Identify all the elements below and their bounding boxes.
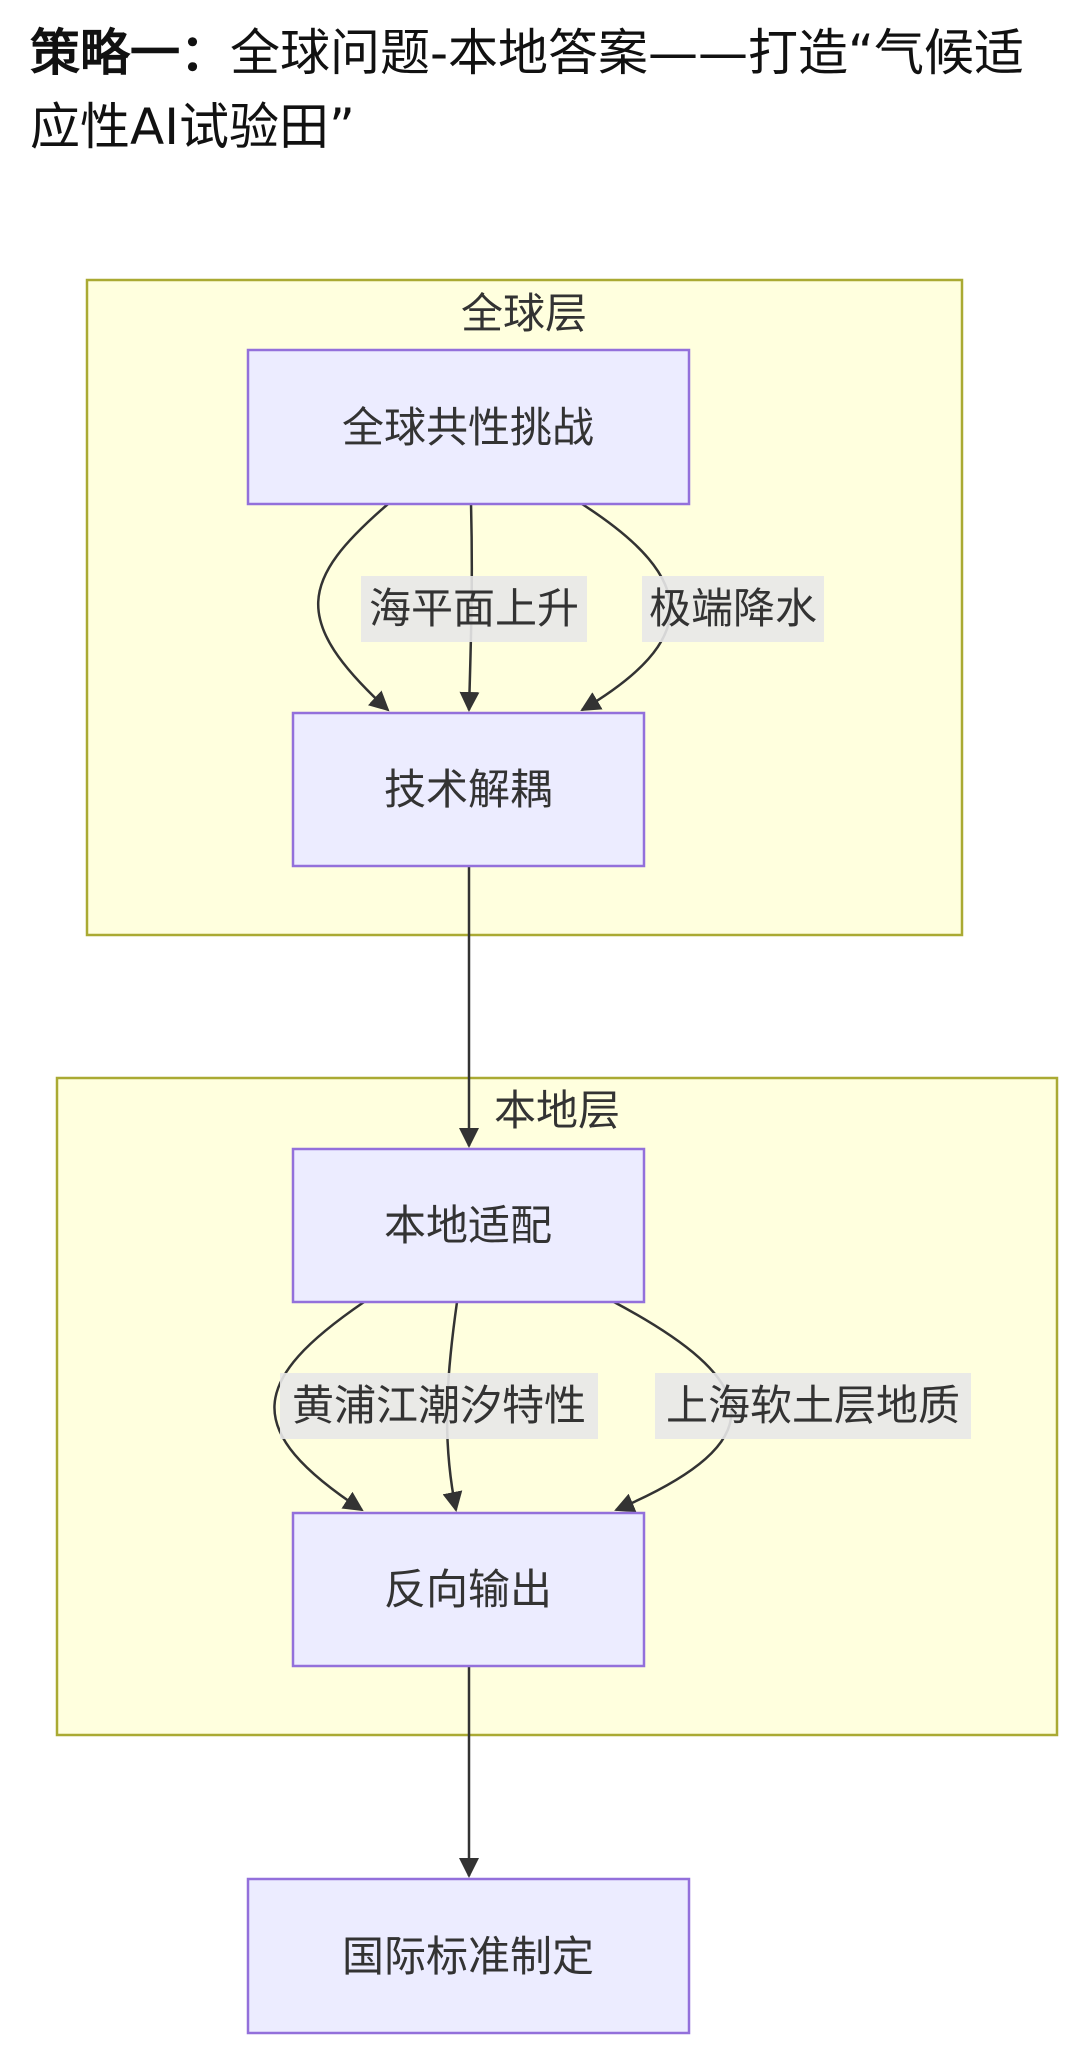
edge-label-sea-level: 海平面上升 bbox=[361, 576, 587, 642]
edge-label-sea-level-text: 海平面上升 bbox=[369, 584, 579, 633]
edge-adaptation-to-output-left bbox=[273, 1300, 365, 1512]
node-local-adaptation-label: 本地适配 bbox=[384, 1201, 552, 1250]
node-reverse-output: 反向输出 bbox=[291, 1511, 646, 1668]
node-local-adaptation: 本地适配 bbox=[291, 1147, 646, 1304]
node-intl-standard: 国际标准制定 bbox=[246, 1877, 691, 2035]
cluster-local-label: 本地层 bbox=[494, 1086, 620, 1135]
node-intl-standard-label: 国际标准制定 bbox=[342, 1932, 594, 1981]
edge-label-rainfall: 极端降水 bbox=[642, 576, 824, 642]
edge-label-huangpu-text: 黄浦江潮汐特性 bbox=[292, 1381, 586, 1430]
edge-label-soft-soil-text: 上海软土层地质 bbox=[666, 1381, 960, 1430]
edge-label-soft-soil: 上海软土层地质 bbox=[655, 1373, 971, 1439]
node-global-challenge: 全球共性挑战 bbox=[246, 348, 691, 506]
page-title: 策略一：全球问题-本地答案——打造“气候适应性AI试验田” bbox=[30, 16, 1060, 164]
edge-label-rainfall-text: 极端降水 bbox=[649, 584, 817, 633]
cluster-global-label: 全球层 bbox=[461, 289, 587, 338]
edge-label-huangpu: 黄浦江潮汐特性 bbox=[280, 1373, 598, 1439]
title-prefix: 策略一： bbox=[30, 24, 230, 82]
edge-challenge-to-decoupling-left bbox=[317, 503, 390, 712]
node-tech-decoupling: 技术解耦 bbox=[291, 711, 646, 868]
node-reverse-output-label: 反向输出 bbox=[384, 1565, 552, 1614]
title-text: 全球问题-本地答案——打造“气候适应性AI试验田” bbox=[30, 24, 1024, 156]
node-tech-decoupling-label: 技术解耦 bbox=[384, 765, 552, 814]
node-global-challenge-label: 全球共性挑战 bbox=[342, 403, 594, 452]
